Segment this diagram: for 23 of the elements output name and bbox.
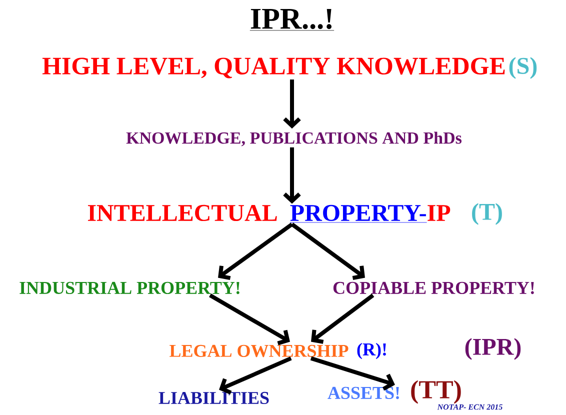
heading-text: INTELLECTUAL PROPERTY-IP [88,204,450,223]
arrow [290,222,365,280]
heading-text: COPIABLE PROPERTY! [333,282,534,294]
heading-text: ASSETS! [328,386,399,400]
arrow [283,80,301,129]
arrow [310,356,395,391]
heading-text: KNOWLEDGE, PUBLICATIONS AND PhDs [126,132,462,146]
tag-text: (T) [472,203,502,225]
heading-text: LEGAL OWNERSHIP [170,344,348,358]
heading-text: INDUSTRIAL PROPERTY! [20,282,240,294]
tag-text: (TT) [411,380,461,404]
label-text: (IPR) [465,338,521,360]
arrow [283,147,301,204]
label-text: NOTAP- ECN 2015 [437,404,502,410]
arrow [209,294,290,346]
tag-text: (R)! [357,342,386,360]
heading-text: LIABILITIES [158,392,269,404]
tag-text: (S) [509,57,537,79]
arrow [218,222,294,280]
arrow [219,356,292,395]
title: IPR...! [250,8,334,31]
heading-text: HIGH LEVEL, QUALITY KNOWLEDGE [42,58,505,78]
arrow [311,294,374,344]
